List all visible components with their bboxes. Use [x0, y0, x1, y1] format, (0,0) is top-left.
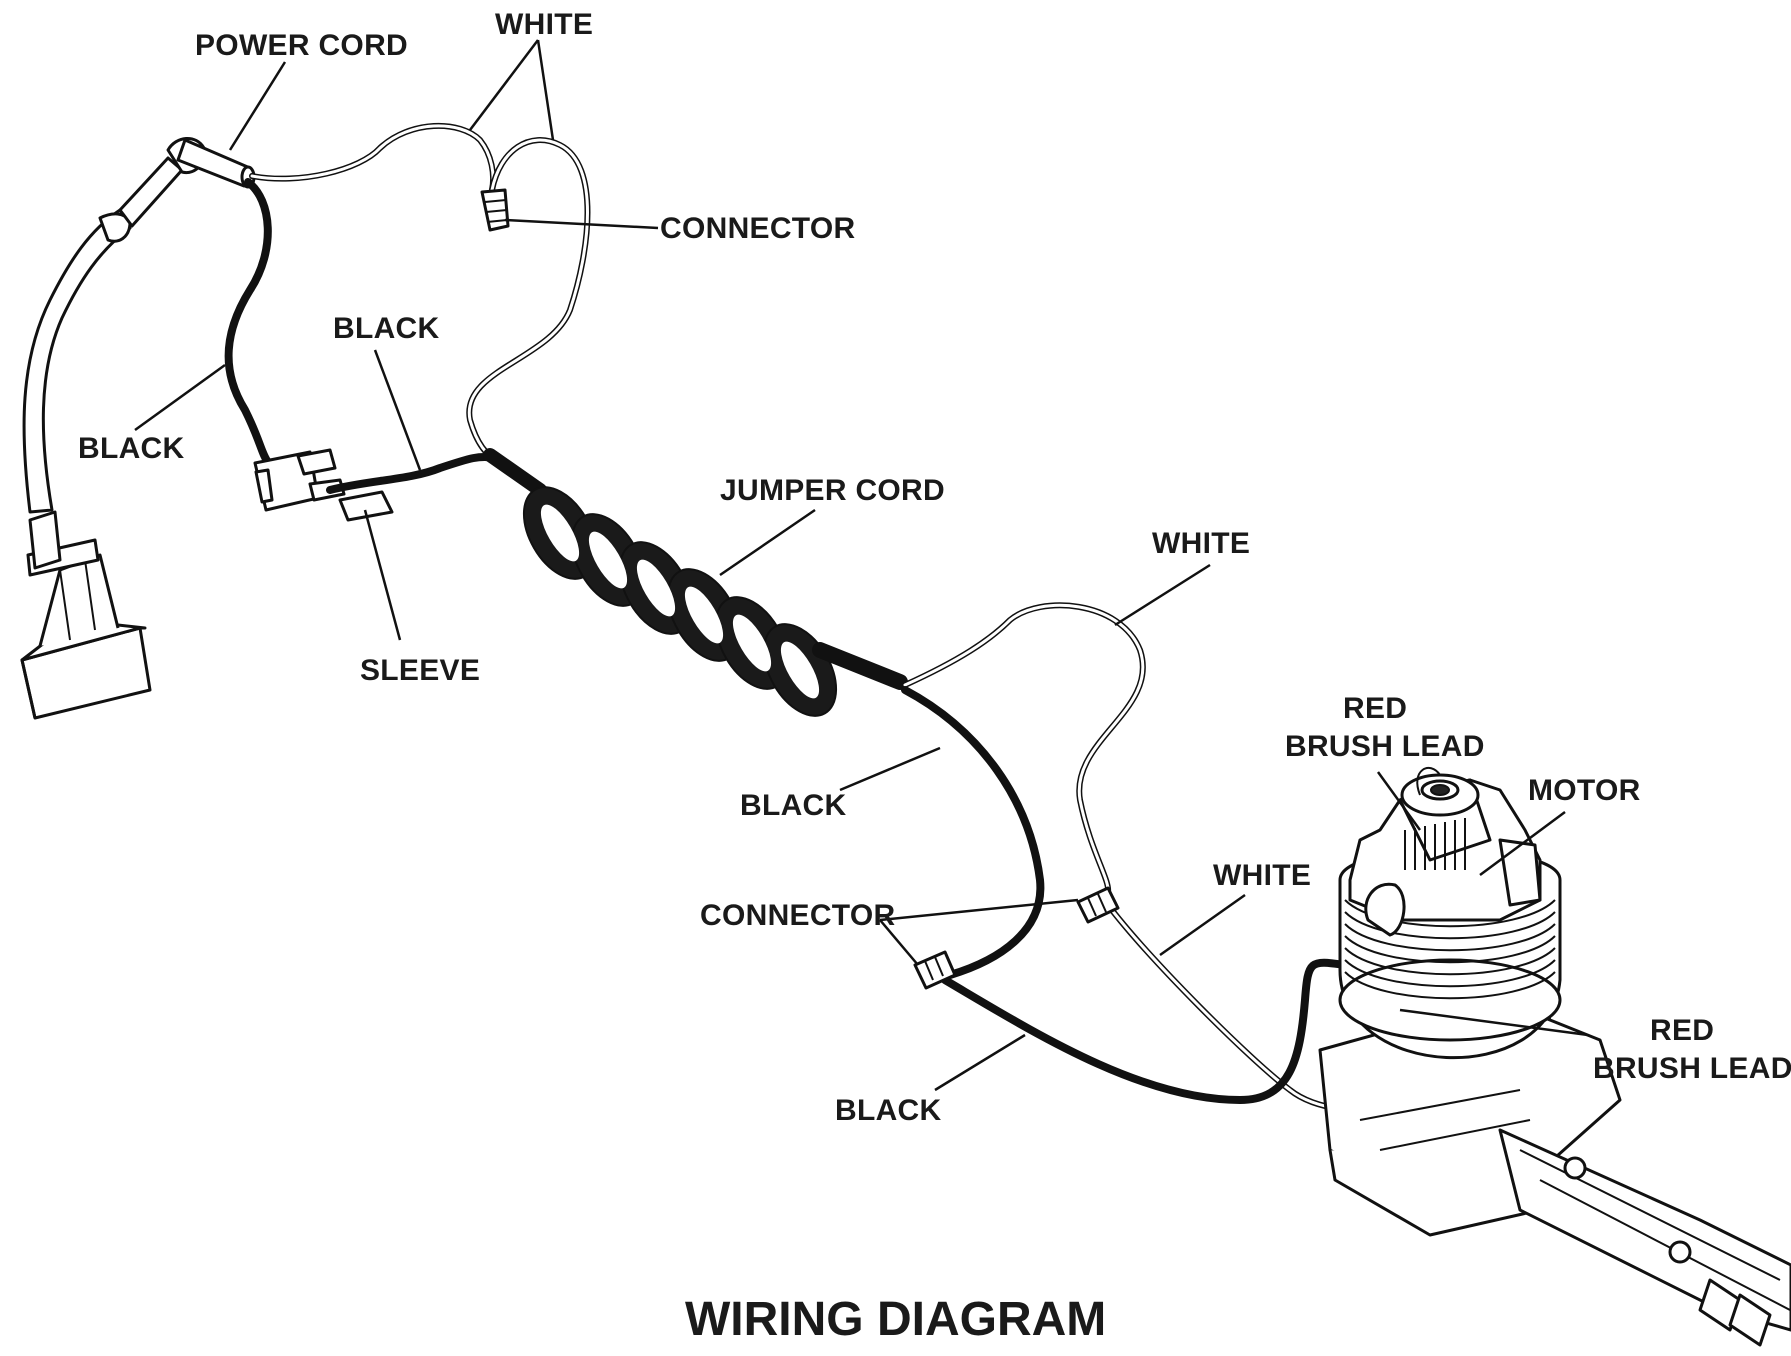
labels: POWER CORD WHITE CONNECTOR BLACK BLACK S…: [78, 8, 1791, 1346]
motor: [1318, 766, 1791, 1347]
label-connector-top: CONNECTOR: [660, 212, 856, 245]
connector-top: [480, 188, 510, 232]
label-white-top: WHITE: [495, 8, 593, 41]
jumper-cord: [483, 448, 908, 717]
label-black-bottom: BLACK: [835, 1094, 942, 1127]
black-wire-lower: [901, 686, 1349, 1105]
label-sleeve: SLEEVE: [360, 654, 480, 687]
label-red-brush-lead-top-2: BRUSH LEAD: [1285, 730, 1485, 763]
black-wire-top: [224, 178, 272, 466]
connector-lower-black: [913, 950, 957, 990]
power-cord-plug: [20, 137, 256, 720]
label-black-mid: BLACK: [333, 312, 440, 345]
label-red-brush-lead-top-1: RED: [1343, 692, 1407, 725]
label-black-left: BLACK: [78, 432, 185, 465]
leader-lines: [134, 39, 1589, 1092]
label-power-cord: POWER CORD: [195, 29, 408, 62]
label-white-lower: WHITE: [1213, 859, 1311, 892]
label-red-brush-lead-right-2: BRUSH LEAD: [1593, 1052, 1791, 1085]
switch: [253, 448, 346, 512]
label-white-right: WHITE: [1152, 527, 1250, 560]
black-wire-to-jumper: [326, 452, 499, 494]
connector-lower-white: [1076, 886, 1120, 924]
label-black-lower: BLACK: [740, 789, 847, 822]
label-red-brush-lead-right-1: RED: [1650, 1014, 1714, 1047]
label-connector-lower: CONNECTOR: [700, 899, 896, 932]
diagram-title: WIRING DIAGRAM: [685, 1293, 1106, 1346]
white-wire-top: [249, 122, 591, 465]
label-motor: MOTOR: [1528, 774, 1641, 807]
label-jumper-cord: JUMPER CORD: [720, 474, 945, 507]
sleeve: [338, 490, 394, 522]
